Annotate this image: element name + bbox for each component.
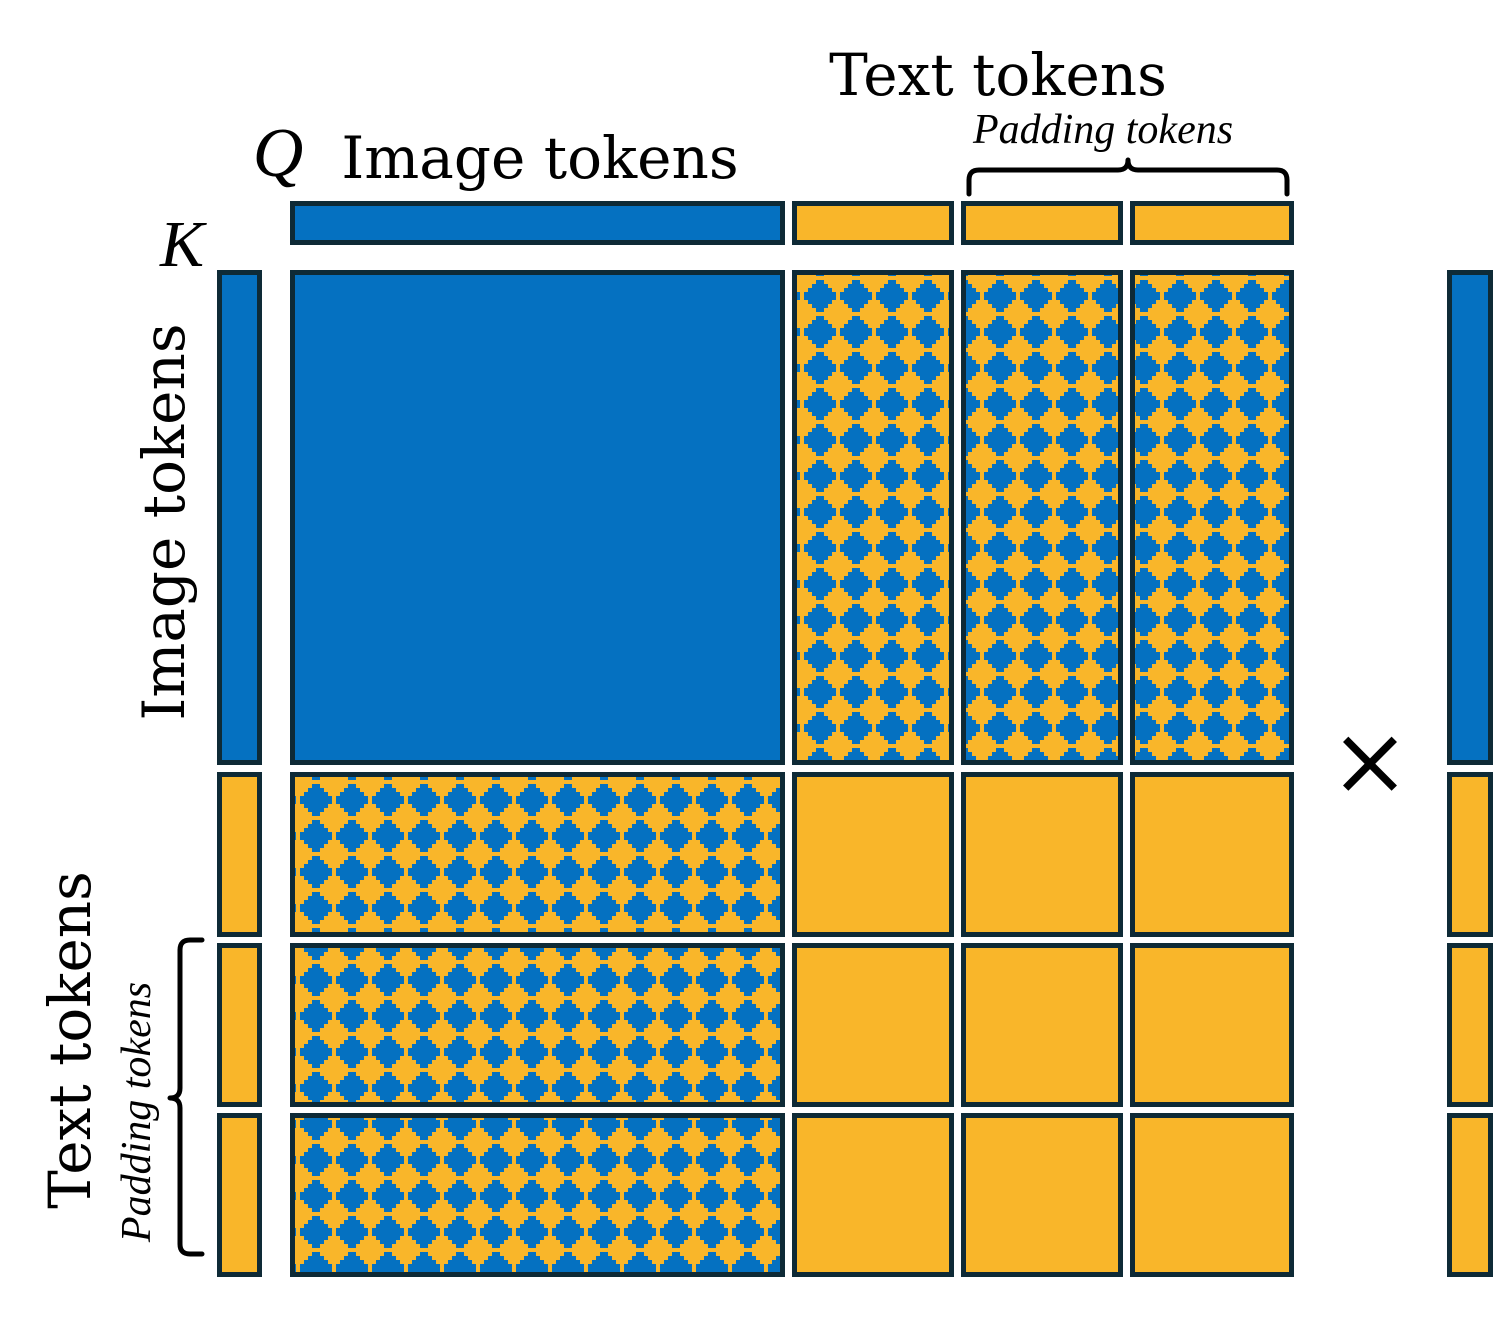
key-token-bar	[217, 270, 262, 1277]
value-image-token	[1447, 270, 1493, 765]
left-padding-tokens-label: Padding tokens	[114, 982, 160, 1243]
value-text-token	[1447, 772, 1493, 937]
mask-cell-patterned	[961, 270, 1123, 765]
mask-cell-patterned	[290, 772, 785, 937]
query-padding-token	[1130, 201, 1294, 245]
left-image-tokens-label: Image tokens	[130, 323, 198, 720]
mask-cell-text	[1130, 943, 1294, 1107]
mask-cell-text	[792, 943, 954, 1107]
top-padding-brace	[966, 157, 1290, 197]
mask-cell-text	[961, 943, 1123, 1107]
mask-cell-text	[961, 1113, 1123, 1277]
mask-cell-patterned	[290, 943, 785, 1107]
value-padding-token	[1447, 943, 1493, 1107]
key-padding-token	[217, 943, 262, 1107]
query-padding-token	[961, 201, 1123, 245]
mask-cell-patterned	[290, 1113, 785, 1277]
mask-cell-patterned	[792, 270, 954, 765]
left-text-tokens-label: Text tokens	[36, 871, 104, 1209]
attention-mask-grid	[290, 270, 1294, 1277]
q-label: Q	[253, 115, 304, 192]
mask-cell-text	[792, 772, 954, 937]
mask-cell-text	[792, 1113, 954, 1277]
top-padding-tokens-label: Padding tokens	[972, 107, 1233, 153]
mask-cell-text	[1130, 772, 1294, 937]
mask-cell-text	[1130, 1113, 1294, 1277]
k-label: K	[159, 208, 207, 281]
mask-cell-image	[290, 270, 785, 765]
key-image-token	[217, 270, 262, 765]
query-image-token	[290, 201, 785, 245]
top-image-tokens-label: Image tokens	[341, 124, 738, 192]
value-padding-token	[1447, 1113, 1493, 1277]
query-text-token	[792, 201, 954, 245]
mask-cell-text	[961, 772, 1123, 937]
left-padding-brace	[167, 937, 205, 1257]
top-text-tokens-label: Text tokens	[829, 41, 1167, 109]
key-text-token	[217, 772, 262, 937]
mask-cell-patterned	[1130, 270, 1294, 765]
query-token-bar	[290, 201, 1294, 245]
value-token-bar	[1447, 270, 1493, 1277]
multiply-sign: ×	[1330, 705, 1410, 817]
key-padding-token	[217, 1113, 262, 1277]
